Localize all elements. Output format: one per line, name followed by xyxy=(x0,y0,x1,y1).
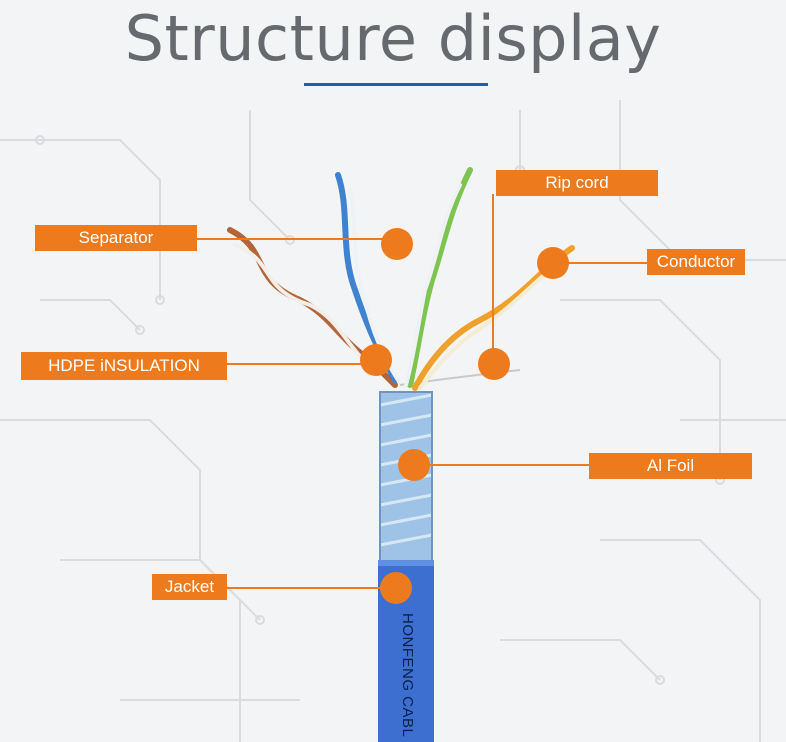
rip-cord-dot xyxy=(478,348,510,380)
separator-leader xyxy=(196,238,396,240)
rip-cord-label: Rip cord xyxy=(496,170,658,196)
jacket-label: Jacket xyxy=(152,574,227,600)
hdpe-insulation-label: HDPE iNSULATION xyxy=(21,352,227,380)
jacket-dot xyxy=(380,572,412,604)
rip-cord-leader-v xyxy=(492,194,494,360)
cable-print-text: HONFENG CABL xyxy=(394,613,416,709)
separator-dot xyxy=(381,228,413,260)
hdpe-dot xyxy=(360,344,392,376)
conductor-dot xyxy=(537,247,569,279)
hdpe-leader xyxy=(226,363,376,365)
al-foil-label: Al Foil xyxy=(589,453,752,479)
al-foil-dot xyxy=(398,449,430,481)
conductor-label: Conductor xyxy=(647,249,745,275)
al-foil-leader xyxy=(414,464,590,466)
jacket-leader xyxy=(226,587,396,589)
separator-label: Separator xyxy=(35,225,197,251)
